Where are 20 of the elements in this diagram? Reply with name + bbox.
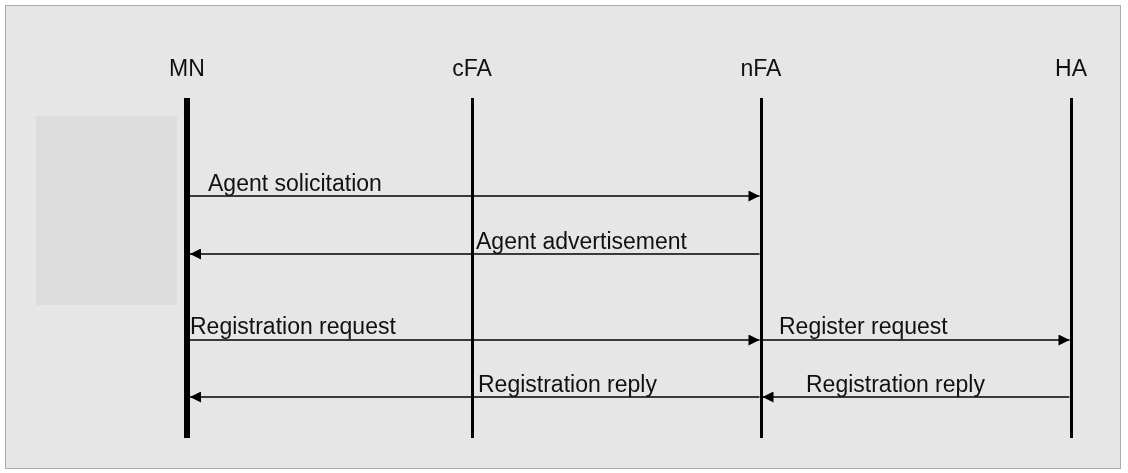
message-arrow — [761, 334, 1071, 346]
lifeline-heading: cFA — [451, 55, 493, 82]
edge-label: Register request — [779, 315, 948, 338]
lifeline-heading: nFA — [739, 55, 783, 82]
lifeline — [1069, 98, 1073, 438]
lifeline — [470, 98, 474, 438]
edge-label: Registration reply — [478, 373, 657, 396]
message-arrow — [189, 391, 761, 403]
edge-label: Registration reply — [806, 373, 985, 396]
message-arrow — [189, 334, 761, 346]
message-arrow — [761, 391, 1071, 403]
lifeline-heading: HA — [1054, 55, 1088, 82]
lifeline — [759, 98, 763, 438]
edge-label: Agent advertisement — [476, 230, 687, 253]
edge-label: Agent solicitation — [208, 172, 382, 195]
lifeline — [184, 98, 190, 438]
message-arrow — [189, 248, 761, 260]
edge-label: Registration request — [190, 315, 396, 338]
lifeline-heading: MN — [168, 55, 206, 82]
message-arrow — [189, 190, 761, 202]
